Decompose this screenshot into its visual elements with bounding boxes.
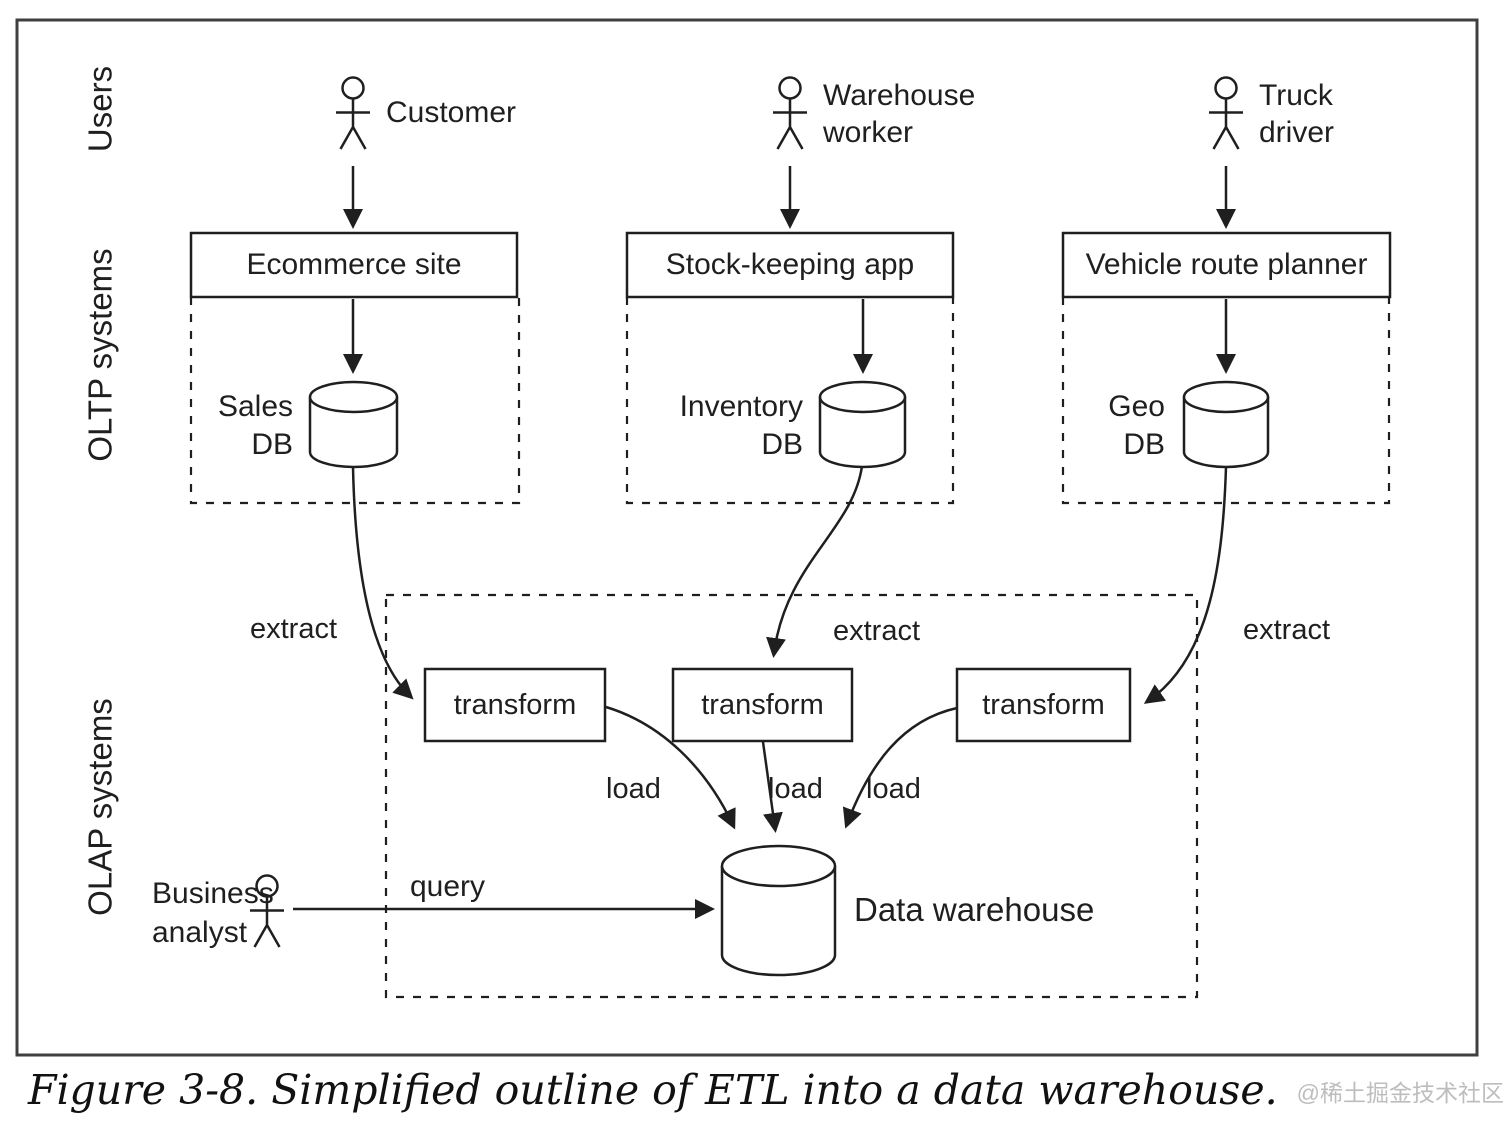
geo-db-cylinder bbox=[1182, 380, 1270, 469]
stock-keeping-app-box bbox=[625, 231, 955, 299]
transform-box-1 bbox=[423, 667, 607, 743]
transform-box-2 bbox=[671, 667, 854, 743]
warehouse-worker-label: Warehouse worker bbox=[823, 77, 975, 151]
business-analyst-label: Business analyst bbox=[152, 874, 274, 952]
ecommerce-site-label: Ecommerce site bbox=[246, 248, 462, 282]
lane-label-oltp-systems: OLTP systems bbox=[81, 248, 119, 462]
inventory-db-label: Inventory DB bbox=[640, 388, 803, 464]
inventory-db-label-line1: Inventory bbox=[679, 390, 803, 423]
load-label-3: load bbox=[866, 773, 921, 805]
data-warehouse-label: Data warehouse bbox=[854, 891, 1095, 928]
transform-label-3: transform bbox=[982, 688, 1105, 721]
warehouse-worker-actor-icon bbox=[773, 76, 807, 150]
extract-arrow-2 bbox=[766, 465, 864, 658]
business-analyst-label-line1: Business bbox=[152, 877, 274, 910]
geo-db-label: Geo DB bbox=[1055, 388, 1165, 464]
lane-label-users: Users bbox=[81, 65, 119, 153]
oltp-dashed-box-geo bbox=[1061, 297, 1391, 505]
geo-db-label-line1: Geo bbox=[1108, 390, 1165, 423]
stock-keeping-app-label: Stock-keeping app bbox=[665, 248, 915, 282]
customer-actor-icon bbox=[336, 76, 370, 150]
oltp-dashed-box-sales bbox=[189, 297, 521, 505]
truck-driver-label-line2: driver bbox=[1259, 116, 1335, 150]
extract-arrow-1 bbox=[351, 466, 414, 700]
transform-label-2: transform bbox=[701, 688, 824, 721]
query-label: query bbox=[410, 870, 486, 903]
load-arrow-2 bbox=[761, 741, 783, 833]
load-arrow-1 bbox=[605, 705, 736, 830]
watermark: @稀土掘金技术社区 bbox=[1296, 1080, 1504, 1106]
warehouse-worker-label-line2: worker bbox=[823, 116, 914, 150]
olap-dashed-box bbox=[384, 593, 1199, 999]
customer-label: Customer bbox=[386, 96, 517, 129]
truck-driver-label-line1: Truck bbox=[1259, 79, 1333, 112]
load-arrow-3 bbox=[842, 706, 958, 829]
business-analyst-label-line2: analyst bbox=[152, 916, 248, 949]
oltp-dashed-box-inventory bbox=[625, 297, 955, 505]
truck-driver-actor-icon bbox=[1209, 76, 1243, 150]
extract-label-1: extract bbox=[250, 613, 338, 645]
sales-db-label-line1: Sales bbox=[217, 390, 293, 423]
extract-label-3: extract bbox=[1243, 614, 1331, 646]
load-label-2: load bbox=[768, 773, 823, 805]
inventory-db-label-line2: DB bbox=[761, 427, 803, 461]
transform-box-3 bbox=[955, 667, 1132, 743]
extract-arrow-3 bbox=[1143, 466, 1228, 704]
ecommerce-site-box bbox=[189, 231, 519, 299]
transform-label-1: transform bbox=[453, 688, 577, 721]
load-label-1: load bbox=[606, 773, 661, 805]
vehicle-route-planner-label: Vehicle route planner bbox=[1085, 248, 1368, 282]
extract-label-2: extract bbox=[833, 615, 921, 647]
sales-db-cylinder bbox=[308, 380, 399, 469]
sales-db-label: Sales DB bbox=[170, 388, 293, 464]
business-analyst-actor-icon bbox=[250, 874, 284, 948]
lane-label-olap-systems: OLAP systems bbox=[81, 698, 119, 916]
figure-caption: Figure 3-8. Simplified outline of ETL in… bbox=[28, 1066, 1278, 1114]
truck-driver-label: Truck driver bbox=[1259, 77, 1334, 151]
data-warehouse-cylinder bbox=[720, 844, 837, 977]
inventory-db-cylinder bbox=[818, 380, 907, 469]
geo-db-label-line2: DB bbox=[1123, 427, 1165, 461]
figure-border bbox=[15, 18, 1479, 1057]
sales-db-label-line2: DB bbox=[251, 427, 293, 461]
vehicle-route-planner-box bbox=[1061, 231, 1392, 299]
warehouse-worker-label-line1: Warehouse bbox=[823, 79, 976, 112]
